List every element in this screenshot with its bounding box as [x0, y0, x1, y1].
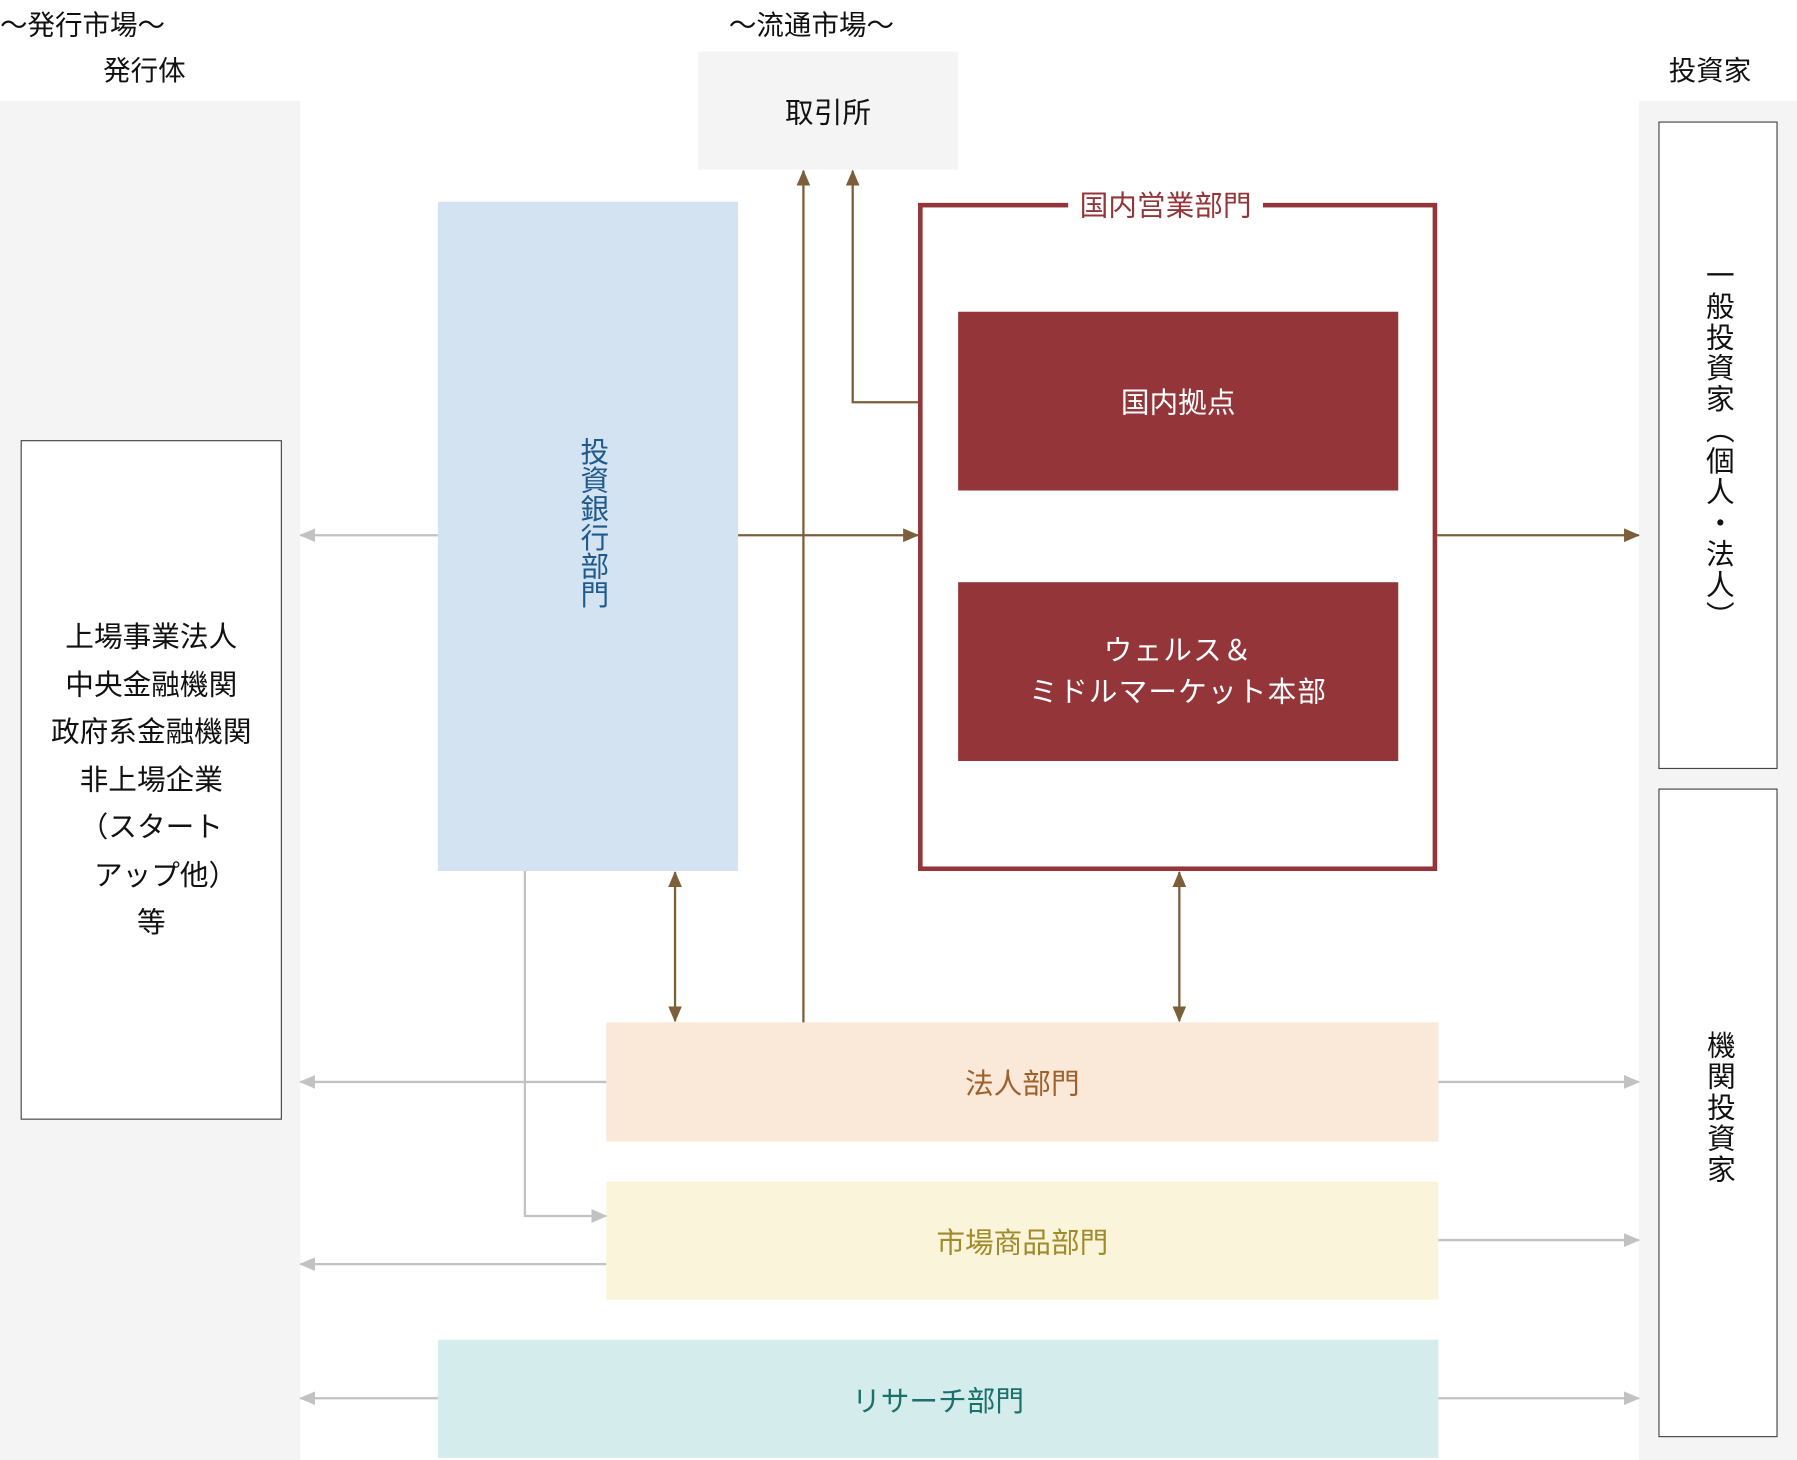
issuer-type: （スタート: [79, 810, 223, 844]
wealth-middle-market-box: ウェルス＆ ミドルマーケット本部: [958, 582, 1399, 762]
wealth-middle-market-label-1: ウェルス＆: [1103, 633, 1253, 668]
exchange-label: 取引所: [785, 95, 872, 129]
research-division-label: リサーチ部門: [852, 1383, 1025, 1418]
issuer-type: アップ他）: [65, 858, 238, 892]
markets-division-box: 市場商品部門: [606, 1181, 1439, 1300]
investment-banking-label: 投資銀行部門: [576, 436, 610, 609]
institutional-investor-label: 機関投資家: [1703, 1030, 1737, 1186]
issuer-type: 上場事業法人: [65, 620, 238, 654]
institutional-investor-box: 機関投資家: [1658, 788, 1778, 1438]
issuer-type: 非上場企業: [79, 763, 223, 797]
ib-to-markets-arrow: [523, 871, 608, 1223]
domestic-sales-label: 国内営業部門: [1068, 183, 1264, 225]
issuer-heading: 発行体: [103, 55, 186, 88]
exchange-box: 取引所: [697, 51, 959, 170]
secondary-market-heading: 〜流通市場〜: [728, 9, 894, 42]
domestic-to-exchange-arrow: [845, 169, 919, 404]
issuer-type: 等: [136, 905, 166, 939]
primary-market-heading: 〜発行市場〜: [0, 9, 166, 42]
retail-investor-box: 一般投資家（個人・法人）: [1658, 121, 1778, 770]
issuer-box: 上場事業法人 中央金融機関 政府系金融機関 非上場企業 （スタート アップ他） …: [20, 440, 282, 1120]
retail-investor-label: 一般投資家（個人・法人）: [1701, 259, 1736, 631]
research-division-box: リサーチ部門: [437, 1339, 1439, 1458]
domestic-branches-label: 国内拠点: [1120, 386, 1236, 420]
domestic-branches-box: 国内拠点: [958, 311, 1399, 491]
markets-division-label: 市場商品部門: [936, 1225, 1109, 1259]
corporate-division-box: 法人部門: [606, 1022, 1439, 1142]
issuer-type: 中央金融機関: [65, 667, 238, 702]
investment-banking-box: 投資銀行部門: [437, 201, 739, 872]
wealth-middle-market-label-2: ミドルマーケット本部: [1029, 675, 1328, 709]
investor-heading: 投資家: [1668, 55, 1752, 88]
issuer-type: 政府系金融機関: [50, 715, 252, 749]
corporate-division-label: 法人部門: [964, 1067, 1080, 1101]
